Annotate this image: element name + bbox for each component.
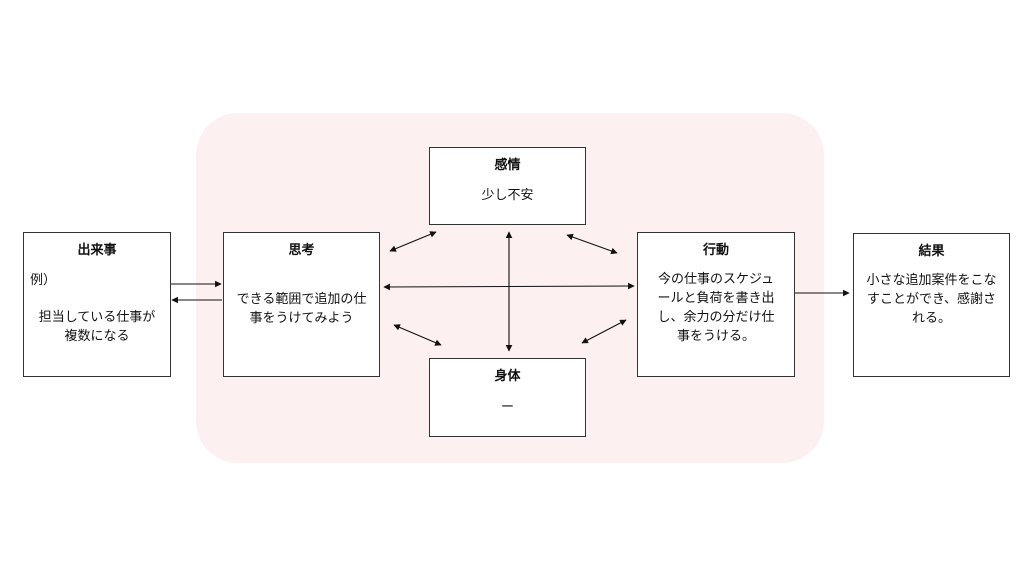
event-body: 担当している仕事が複数になる — [38, 310, 156, 344]
action-title: 行動 — [702, 243, 729, 258]
thought-box: 思考 できる範囲で追加の仕事をうけてみよう — [223, 232, 380, 377]
emotion-box: 感情 少し不安 — [429, 147, 586, 225]
thought-title: 思考 — [288, 243, 315, 258]
action-box: 行動 今の仕事のスケジュールと負荷を書き出し、余力の分だけ仕事をうける。 — [637, 232, 795, 377]
event-box: 出来事 例） 担当している仕事が複数になる — [23, 232, 171, 377]
body-box: 身体 ー — [429, 358, 586, 437]
thought-body: できる範囲で追加の仕事をうけてみよう — [236, 292, 367, 326]
arrow-thought-body — [393, 324, 442, 346]
body-title: 身体 — [494, 369, 521, 384]
body-value: ー — [500, 400, 514, 415]
action-body: 今の仕事のスケジュールと負荷を書き出し、余力の分だけ仕事をうける。 — [657, 272, 775, 344]
arrow-emotion-action — [566, 233, 618, 255]
result-body: 小さな追加案件をこなすことができ、感謝される。 — [866, 273, 997, 326]
result-box: 結果 小さな追加案件をこなすことができ、感謝される。 — [853, 233, 1010, 377]
emotion-title: 感情 — [494, 158, 521, 173]
emotion-body: 少し不安 — [481, 188, 534, 203]
event-title: 出来事 — [77, 243, 117, 258]
result-title: 結果 — [918, 244, 945, 259]
arrow-body-action — [581, 319, 627, 344]
event-example-label: 例） — [30, 273, 57, 288]
arrow-thought-emotion — [389, 231, 437, 252]
